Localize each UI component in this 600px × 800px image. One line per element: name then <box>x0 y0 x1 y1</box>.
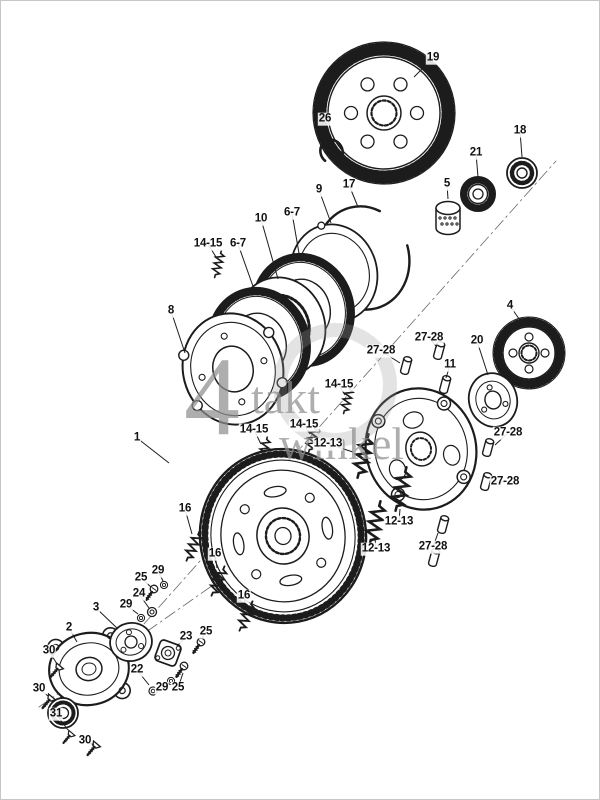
washer <box>146 606 158 618</box>
side-plate <box>467 372 519 428</box>
flat-screw <box>82 739 102 760</box>
clutch-spring-small <box>209 248 227 280</box>
drive-gear <box>492 316 566 390</box>
oil-guide <box>154 639 182 667</box>
screw <box>189 635 208 657</box>
clutch-outer-drum <box>198 447 368 625</box>
clutch-roller <box>438 374 452 395</box>
screw <box>142 582 161 604</box>
clutch-roller <box>481 437 495 458</box>
clutch-roller <box>479 471 493 492</box>
pressure-plate <box>178 312 288 426</box>
idler-gear <box>460 176 496 212</box>
primary-driven-gear <box>312 41 456 185</box>
washer <box>148 686 158 696</box>
clutch-roller <box>432 340 446 361</box>
ball-bearing <box>506 157 538 189</box>
clutch-roller <box>427 547 441 568</box>
clutch-center <box>364 387 478 511</box>
flat-screw <box>59 729 77 747</box>
clutch-roller <box>436 514 450 535</box>
clutch-roller <box>399 355 413 376</box>
needle-roller-cage <box>435 200 461 236</box>
washer <box>159 580 169 590</box>
washer <box>136 613 146 623</box>
cover-plate <box>109 622 153 662</box>
